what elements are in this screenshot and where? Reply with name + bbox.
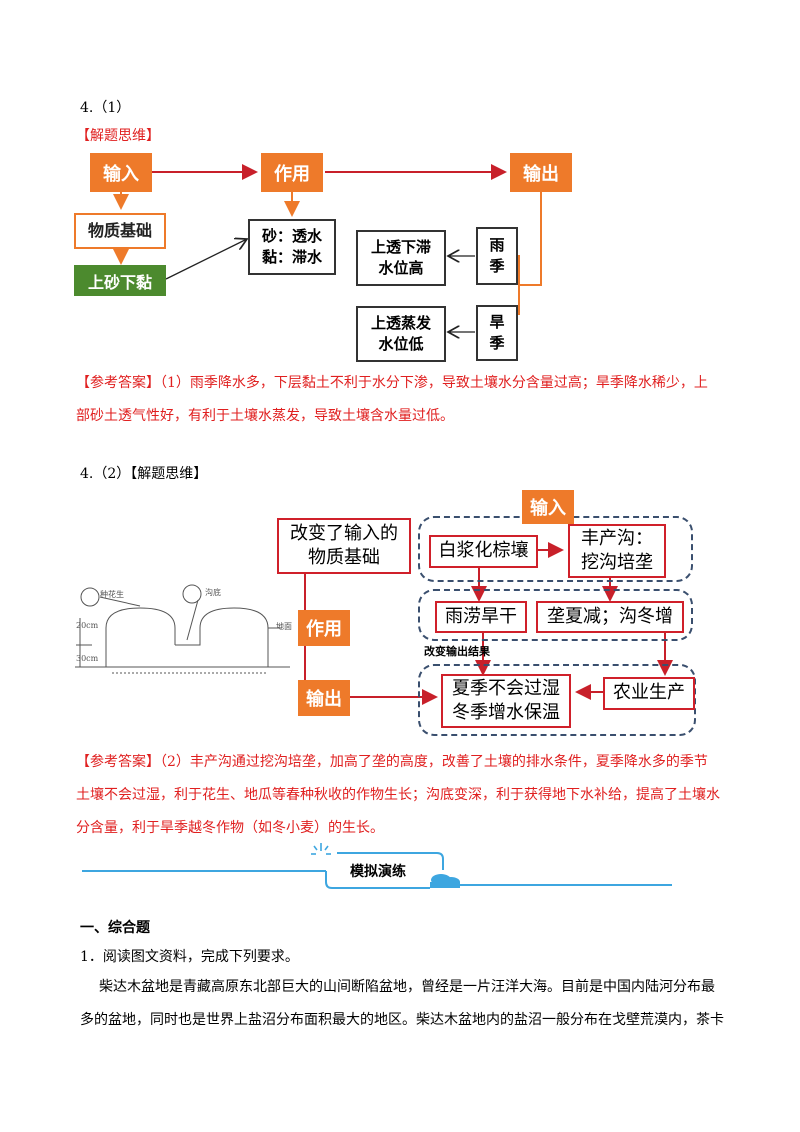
field-label-ditch: 沟底 — [205, 588, 221, 597]
paragraph-line1: 柴达木盆地是青藏高原东北部巨大的山间断陷盆地，曾经是一片汪洋大海。目前是中国内陆… — [99, 979, 715, 995]
field-label-ground: 地面 — [276, 622, 292, 631]
q1-rain-result-line2: 水位高 — [378, 259, 424, 277]
q2-answer-line1: 【参考答案】（2）丰产沟通过挖沟培垄，加高了垄的高度，改善了土壤的排水条件，夏季… — [76, 754, 708, 770]
cloud-icon — [430, 874, 460, 888]
q2-ditch-line2: 挖沟培垄 — [581, 552, 653, 573]
q2-ridge-box: 垄夏减；沟冬增 — [536, 601, 684, 633]
q1-output-box: 输出 — [510, 153, 572, 192]
q1-material-box: 物质基础 — [74, 213, 166, 249]
sparkle-icon — [311, 843, 331, 855]
q1-effect-line1: 砂：透水 — [261, 227, 322, 245]
q1-thinking-label: 【解题思维】 — [76, 128, 160, 144]
q2-result-line1: 夏季不会过湿 — [452, 677, 560, 699]
q1-dry-season-line2: 季 — [489, 334, 505, 352]
q2-action-group — [418, 589, 693, 641]
field-cross-section — [75, 584, 290, 674]
q1-dry-season-line1: 旱 — [489, 313, 505, 331]
q1-answer-line2: 部砂土透气性好，有利于土壤水蒸发，导致土壤含水量过低。 — [76, 408, 454, 424]
paragraph-line2: 多的盆地，同时也是世界上盐沼分布面积最大的地区。柴达木盆地内的盐沼一般分布在戈壁… — [80, 1012, 724, 1028]
field-label-30cm: 30cm — [76, 654, 99, 663]
q2-change-line1: 改变了输入的 — [290, 522, 398, 544]
q1-rain-season-box: 雨季 — [476, 227, 518, 285]
q2-answer: 【参考答案】（2）丰产沟通过挖沟培垄，加高了垄的高度，改善了土壤的排水条件，夏季… — [76, 746, 720, 845]
q2-answer-line3: 分含量，利于旱季越冬作物（如冬小麦）的生长。 — [76, 820, 384, 836]
q1-dry-season-box: 旱季 — [476, 305, 518, 361]
q1-rain-season-line1: 雨 — [489, 236, 505, 254]
q2-ditch-line1: 丰产沟： — [581, 527, 653, 549]
q2-soil-box: 白浆化棕壤 — [429, 535, 538, 568]
q2-agri-box: 农业生产 — [603, 677, 695, 710]
q1-rain-season-line2: 季 — [489, 257, 505, 275]
q1-effect-box: 砂：透水黏：滞水 — [248, 219, 336, 275]
q1-rain-result-line1: 上透下滞 — [370, 238, 431, 256]
q1-label: 4.（1） — [80, 100, 131, 116]
q2-input-box: 输入 — [522, 490, 574, 524]
q1-sand-box: 上砂下黏 — [74, 265, 166, 296]
q1-answer-line1: 【参考答案】（1）雨季降水多，下层黏土不利于水分下渗，导致土壤水分含量过高；旱季… — [76, 375, 708, 391]
q2-label-text: 4.（2）【解题思维】 — [80, 466, 208, 482]
q1-effect-line2: 黏：滞水 — [261, 248, 322, 266]
q1-action-box: 作用 — [261, 153, 323, 192]
q2-change-box: 改变了输入的物质基础 — [277, 518, 411, 574]
section-heading: 一、综合题 — [80, 920, 150, 936]
q1-dry-result-line2: 水位低 — [378, 335, 424, 353]
q2-change-line2: 物质基础 — [308, 547, 380, 568]
field-label-peanut: 种花生 — [100, 590, 124, 599]
q1-input-box: 输入 — [90, 153, 152, 192]
q1-rain-result-box: 上透下滞水位高 — [356, 230, 446, 286]
q2-result-box: 夏季不会过湿冬季增水保温 — [441, 674, 571, 728]
q2-flood-box: 雨涝旱干 — [435, 601, 527, 633]
q2-answer-line2: 土壤不会过湿，利于花生、地瓜等春种秋收的作物生长；沟底变深，利于获得地下水补给，… — [76, 787, 720, 803]
q2-action-box: 作用 — [298, 610, 350, 646]
question-intro: 1．阅读图文资料，完成下列要求。 — [80, 949, 299, 965]
q2-output-group — [418, 664, 696, 736]
q1-dry-result-box: 上透蒸发水位低 — [356, 306, 446, 362]
q2-ditch-box: 丰产沟： 挖沟培垄 — [568, 524, 666, 578]
field-label-20cm: 20cm — [76, 621, 99, 630]
q1-dry-result-line1: 上透蒸发 — [370, 314, 431, 332]
q2-output-box: 输出 — [298, 680, 350, 716]
q2-result-line2: 冬季增水保温 — [452, 702, 560, 723]
q2-result-label: 改变输出结果 — [424, 645, 490, 658]
q1-answer: 【参考答案】（1）雨季降水多，下层黏土不利于水分下渗，导致土壤水分含量过高；旱季… — [76, 367, 708, 433]
banner-title: 模拟演练 — [350, 864, 406, 880]
q2-label: 4.（2）【解题思维】 — [80, 467, 207, 481]
